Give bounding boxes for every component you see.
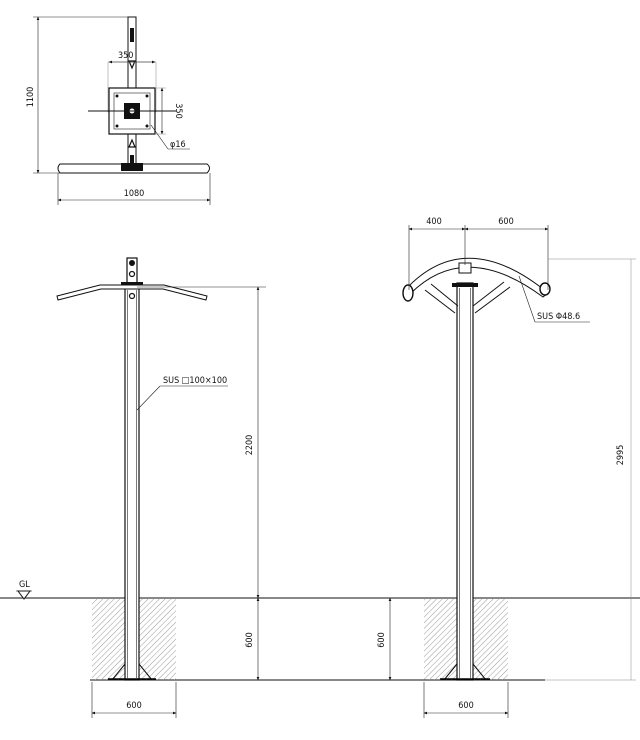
plate-width-label: 350 bbox=[118, 51, 133, 61]
bar-width-label: 1080 bbox=[124, 189, 145, 199]
left-post-label: SUS □100×100 bbox=[163, 376, 227, 386]
right-depth-label: 600 bbox=[377, 632, 387, 647]
right-height-label: 2995 bbox=[616, 445, 626, 466]
plate-height-label: 350 bbox=[173, 103, 183, 118]
left-base-label: 600 bbox=[126, 701, 141, 711]
right-pipe-label: SUS Φ48.6 bbox=[537, 312, 580, 322]
top-height-label: 1100 bbox=[26, 87, 36, 108]
top-view: 1100 350 350 φ16 bbox=[26, 16, 211, 205]
ground-label: GL bbox=[19, 580, 30, 590]
right-span-left-label: 400 bbox=[426, 217, 441, 227]
left-handle-bar bbox=[56, 284, 208, 301]
left-depth-label: 600 bbox=[245, 632, 255, 647]
bolt-label: φ16 bbox=[170, 140, 186, 150]
left-elevation: SUS □100×100 2200 600 600 bbox=[56, 257, 266, 718]
right-span-right-label: 600 bbox=[498, 217, 513, 227]
left-post bbox=[124, 285, 140, 681]
right-elevation: SUS Φ48.6 400 600 2995 600 600 bbox=[377, 217, 636, 718]
right-base-label: 600 bbox=[458, 701, 473, 711]
left-height-label: 2200 bbox=[245, 435, 255, 456]
